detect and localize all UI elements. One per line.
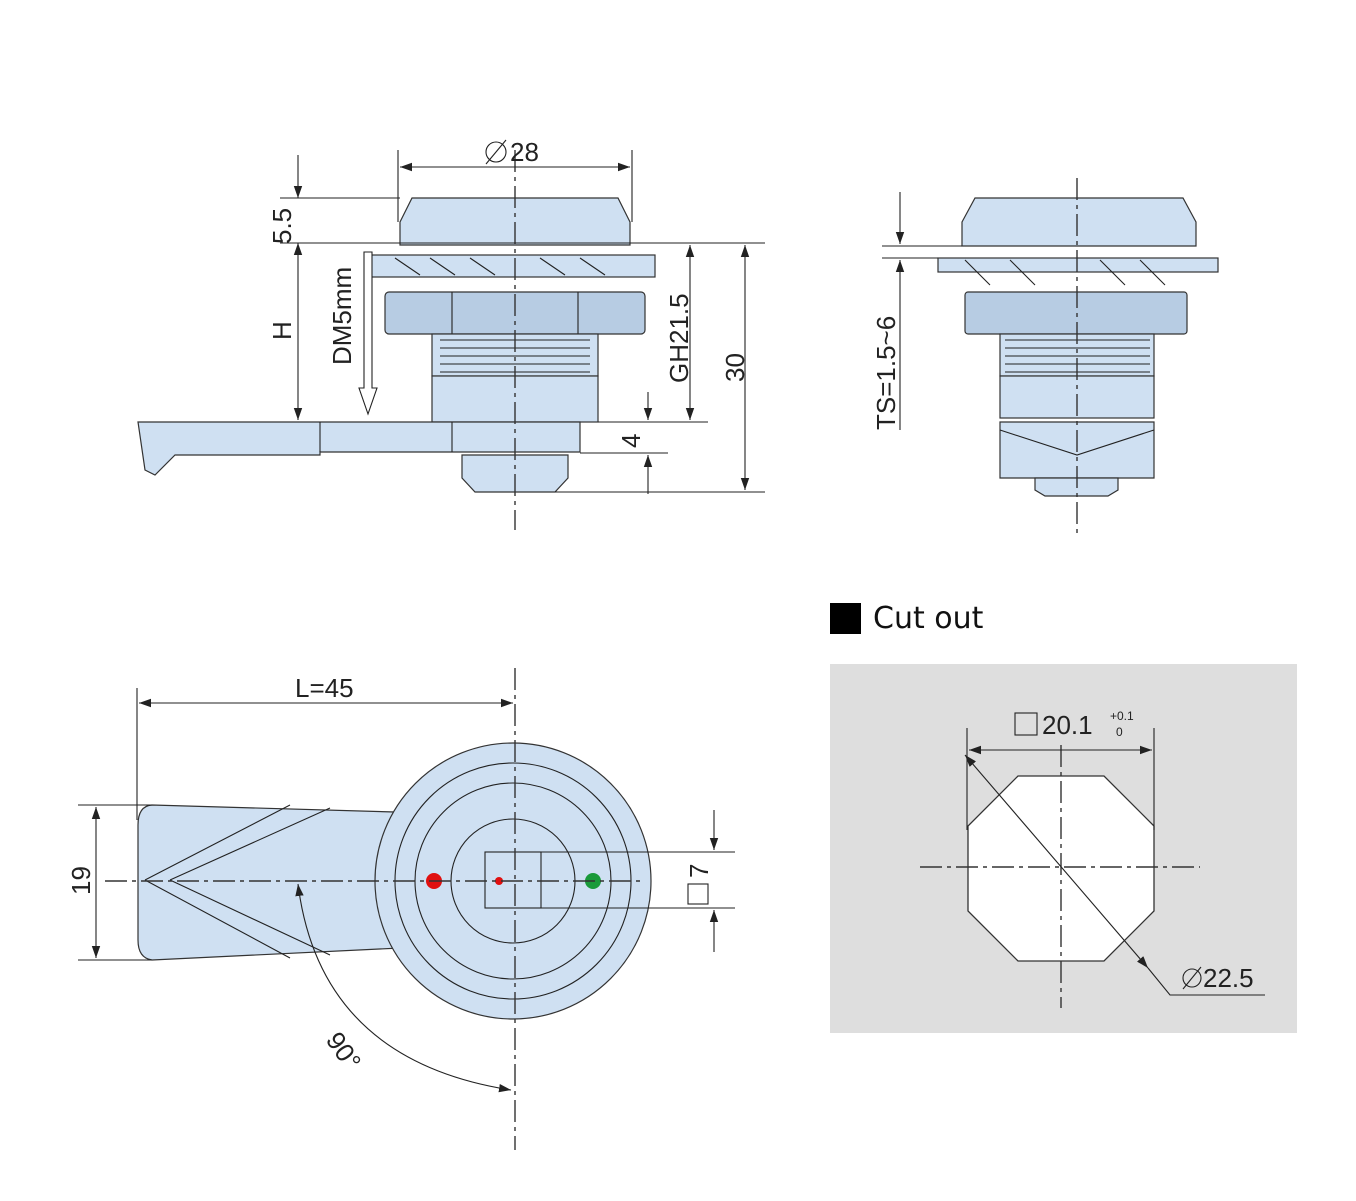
end-view: TS=1.5~6	[871, 178, 1219, 535]
dim-dm-label: DM5mm	[327, 267, 357, 365]
dim-5-5-label: 5.5	[267, 208, 297, 244]
dim-h-label: H	[267, 321, 297, 340]
end-plate	[937, 257, 1219, 273]
front-view: L=45 19 7 90°	[66, 668, 735, 1150]
lock-cap	[399, 197, 631, 246]
cutout-title-text: Cut out	[873, 600, 984, 636]
cutout-diagonal	[964, 754, 1149, 969]
cutout-tol-lower: 0	[1116, 725, 1123, 739]
square-symbol-icon	[687, 883, 709, 905]
cutout-panel: 20.1 +0.1 0 22.5	[830, 664, 1297, 1033]
cutout-width-label: 20.1	[1042, 710, 1093, 740]
side-view: 28 5.5 H DM5mm GH21.5 30 4	[137, 137, 765, 530]
cutout-diameter-label: 22.5	[1203, 963, 1254, 993]
dim-gh-label: GH21.5	[664, 293, 694, 383]
dim-ts-label: TS=1.5~6	[871, 316, 901, 430]
dim-angle-label: 90°	[320, 1026, 367, 1075]
diameter-28-label: 28	[510, 137, 539, 167]
cutout-square-symbol-icon	[1014, 712, 1038, 736]
diameter-symbol-icon	[485, 139, 507, 165]
square-key-slot	[484, 851, 542, 909]
cutout-title: Cut out	[830, 598, 983, 638]
cutout-diameter-symbol-icon	[1182, 966, 1202, 990]
black-square-icon	[830, 602, 861, 634]
end-cap	[961, 197, 1197, 247]
dim-square-label: 7	[684, 864, 714, 878]
dm-arrow	[358, 251, 378, 416]
cam-lever	[137, 421, 581, 476]
dim-30-label: 30	[720, 353, 750, 382]
rotation-arc	[295, 883, 512, 1093]
cutout-tol-upper: +0.1	[1110, 709, 1134, 723]
dim-length-label: L=45	[295, 673, 354, 703]
dim-width-label: 19	[66, 866, 96, 895]
red-center-dot	[495, 877, 503, 885]
dim-4-label: 4	[616, 434, 646, 448]
panel-plate	[369, 254, 656, 278]
end-nut	[964, 291, 1188, 335]
front-lever	[137, 804, 401, 961]
